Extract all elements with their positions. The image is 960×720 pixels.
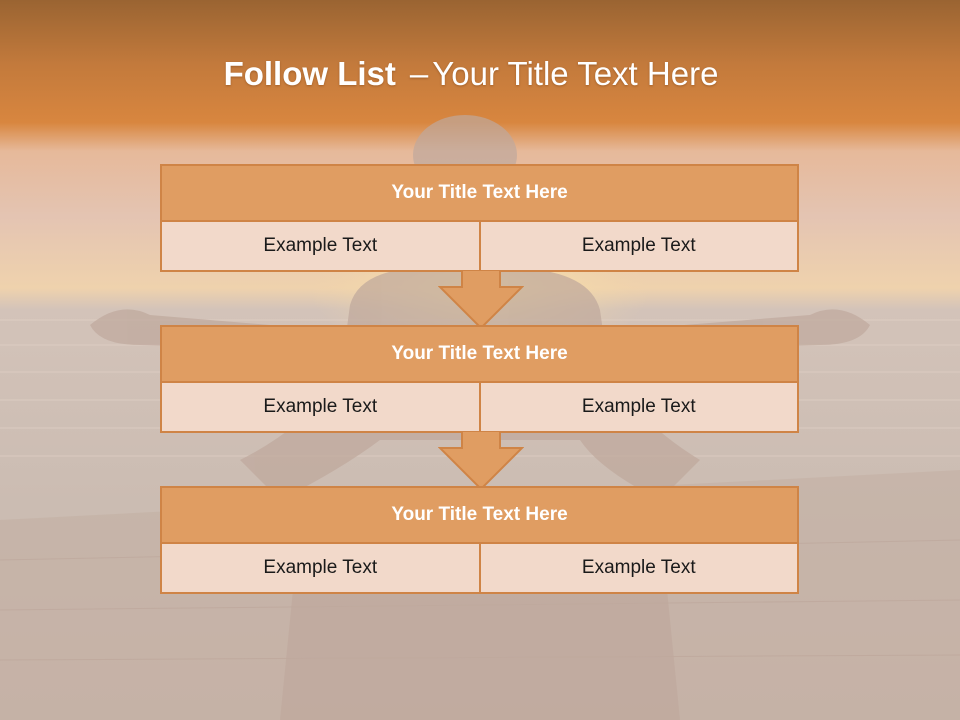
list-block-1: Your Title Text Here Example Text Exampl… (160, 164, 799, 272)
block-cell-right[interactable]: Example Text (478, 222, 798, 270)
block-cell-left[interactable]: Example Text (263, 557, 378, 578)
slide-title-bold: Follow List (223, 55, 396, 92)
slide-title-rest: Your Title Text Here (432, 55, 719, 92)
list-block-3: Your Title Text Here Example Text Exampl… (160, 486, 799, 594)
block-cell-right[interactable]: Example Text (478, 383, 798, 431)
block-row: Example Text Example Text (162, 222, 797, 270)
slide-title-separator: – (409, 55, 429, 92)
block-title[interactable]: Your Title Text Here (162, 488, 797, 544)
list-block-2: Your Title Text Here Example Text Exampl… (160, 325, 799, 433)
block-cell-right[interactable]: Example Text (478, 544, 798, 592)
block-title[interactable]: Your Title Text Here (162, 166, 797, 222)
block-row: Example Text Example Text (162, 383, 797, 431)
block-cell-left[interactable]: Example Text (263, 235, 378, 256)
down-arrow-icon (438, 431, 524, 491)
block-title[interactable]: Your Title Text Here (162, 327, 797, 383)
slide-title: Follow List–Your Title Text Here (0, 55, 942, 93)
block-cell-left[interactable]: Example Text (263, 396, 378, 417)
block-row: Example Text Example Text (162, 544, 797, 592)
down-arrow-icon (438, 270, 524, 330)
